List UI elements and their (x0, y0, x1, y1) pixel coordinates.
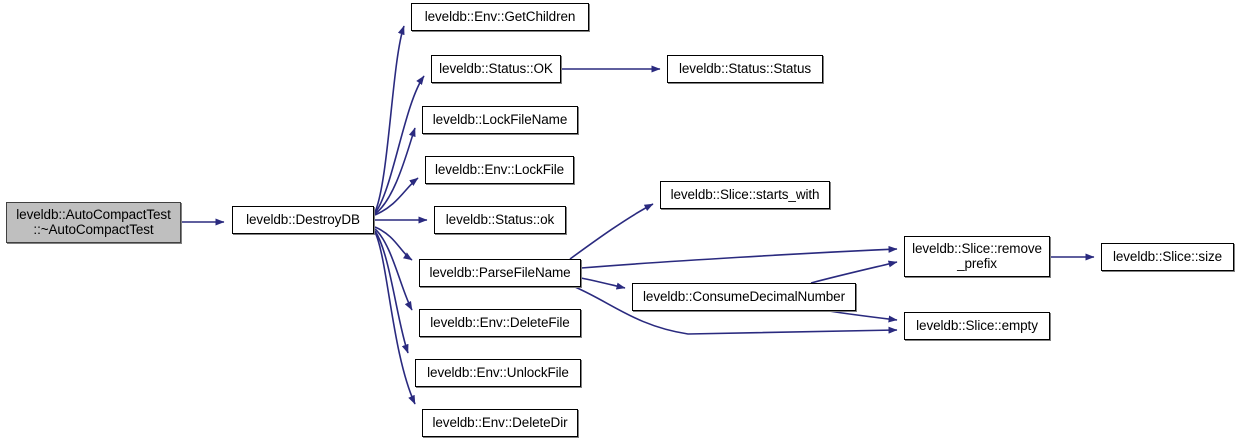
node-label-consumedec: leveldb::ConsumeDecimalNumber (643, 288, 845, 304)
edge-destroydb-to-statusok_c (374, 75, 425, 214)
node-label-startswith: leveldb::Slice::starts_with (670, 186, 820, 202)
node-slicesize[interactable]: leveldb::Slice::size (1101, 243, 1234, 271)
node-label-unlockfile: leveldb::Env::UnlockFile (427, 364, 569, 380)
edge-parsefile-to-startswith (569, 203, 654, 260)
edge-destroydb-to-parsefile (374, 226, 413, 261)
edge-destroydb-to-deletefile (374, 228, 413, 311)
node-label-getchildren: leveldb::Env::GetChildren (424, 8, 576, 24)
node-statusstatus[interactable]: leveldb::Status::Status (667, 55, 823, 83)
node-label-deletefile: leveldb::Env::DeleteFile (430, 314, 570, 330)
edge-destroydb-to-getchildren (374, 25, 405, 213)
node-deletefile[interactable]: leveldb::Env::DeleteFile (419, 309, 581, 337)
node-root[interactable]: leveldb::AutoCompactTest ::~AutoCompactT… (6, 202, 181, 243)
node-label-statusok_l: leveldb::Status::ok (445, 211, 555, 227)
node-parsefile[interactable]: leveldb::ParseFileName (419, 259, 581, 287)
node-label-root: leveldb::AutoCompactTest ::~AutoCompactT… (16, 207, 171, 237)
node-lockfilename[interactable]: leveldb::LockFileName (422, 106, 578, 134)
edge-destroydb-to-envlockfile (374, 177, 419, 216)
node-getchildren[interactable]: leveldb::Env::GetChildren (411, 3, 589, 31)
node-removeprefix[interactable]: leveldb::Slice::remove _prefix (904, 236, 1050, 277)
node-label-lockfilename: leveldb::LockFileName (432, 111, 568, 127)
node-label-statusstatus: leveldb::Status::Status (678, 60, 812, 76)
node-statusok_c[interactable]: leveldb::Status::OK (431, 55, 561, 83)
node-statusok_l[interactable]: leveldb::Status::ok (434, 206, 566, 234)
node-label-parsefile: leveldb::ParseFileName (429, 264, 571, 280)
node-label-removeprefix: leveldb::Slice::remove _prefix (912, 241, 1042, 271)
node-label-deletedir: leveldb::Env::DeleteDir (432, 414, 568, 430)
node-label-slicesize: leveldb::Slice::size (1112, 248, 1223, 264)
edge-consumedec-to-sliceempty (828, 310, 898, 323)
node-envlockfile[interactable]: leveldb::Env::LockFile (425, 156, 574, 184)
edge-destroydb-to-lockfilename (374, 127, 416, 215)
node-label-statusok_c: leveldb::Status::OK (439, 60, 553, 76)
edge-parsefile-to-consumedec (580, 277, 626, 290)
node-label-sliceempty: leveldb::Slice::empty (916, 317, 1038, 333)
node-consumedec[interactable]: leveldb::ConsumeDecimalNumber (632, 283, 856, 311)
edge-destroydb-to-unlockfile (374, 230, 409, 354)
node-unlockfile[interactable]: leveldb::Env::UnlockFile (415, 359, 581, 387)
edge-consumedec-to-removeprefix (810, 260, 898, 284)
node-destroydb[interactable]: leveldb::DestroyDB (232, 206, 374, 234)
node-label-envlockfile: leveldb::Env::LockFile (434, 161, 565, 177)
node-label-destroydb: leveldb::DestroyDB (246, 211, 360, 227)
node-sliceempty[interactable]: leveldb::Slice::empty (904, 312, 1050, 340)
node-startswith[interactable]: leveldb::Slice::starts_with (660, 181, 830, 209)
edge-destroydb-to-deletedir (374, 231, 416, 405)
edge-parsefile-to-removeprefix (580, 245, 898, 269)
node-deletedir[interactable]: leveldb::Env::DeleteDir (422, 409, 578, 437)
